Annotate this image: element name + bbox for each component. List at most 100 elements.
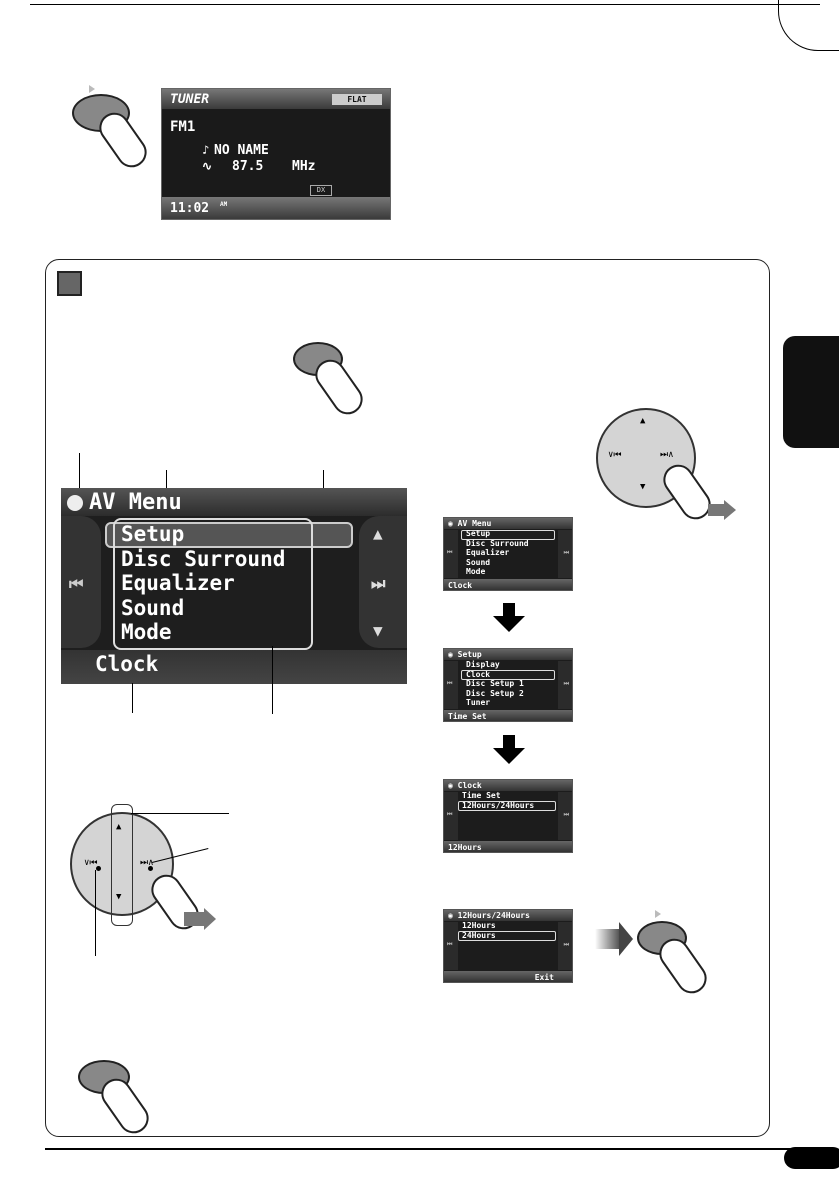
dx-indicator: DX [310, 185, 332, 196]
callout-line-footer [132, 683, 133, 713]
prev-icon: ⏮ [447, 549, 453, 556]
next-track-icon[interactable]: ⏭ [371, 574, 386, 593]
flat-badge: FLAT [332, 94, 382, 105]
clock-display: 11:02 [170, 201, 210, 216]
menu-item[interactable]: 12Hours/24Hours [462, 800, 535, 810]
up-down-frame [111, 804, 133, 926]
down-arrow-stem [503, 735, 515, 749]
down-arrow-icon [493, 616, 525, 632]
next-icon: ⏭ [563, 680, 569, 687]
av-menu-title: AV Menu [89, 490, 182, 515]
screen-footer: 12Hours [448, 842, 482, 852]
menu-item[interactable]: Disc Setup 2 [466, 688, 524, 698]
scroll-up-icon[interactable]: ▲ [373, 524, 383, 543]
tuner-display: TUNER FLAT FM1 ♪ NO NAME ∿ 87.5 MHz DX 1… [161, 88, 391, 220]
language-tab [783, 336, 839, 448]
dial-up-icon[interactable]: ▲ [116, 822, 122, 832]
selection-highlight [458, 931, 556, 941]
menu-item[interactable]: Equalizer [121, 571, 235, 595]
callout-line-icon [79, 453, 80, 493]
prev-icon: ⏮ [447, 680, 453, 687]
down-arrow-stem [503, 603, 515, 617]
menu-item[interactable]: 24Hours [462, 930, 496, 940]
page-number-pill [784, 1147, 839, 1169]
callout-line-prev [95, 870, 96, 956]
callout-line-title [166, 470, 167, 498]
scroll-down-icon[interactable]: ▼ [373, 621, 383, 640]
screen-footer: Time Set [448, 711, 487, 721]
menu-item[interactable]: Display [466, 660, 500, 669]
screen-title: ◉ Clock [448, 781, 482, 790]
selection-highlight [458, 801, 556, 811]
dial-down-icon[interactable]: ▼ [640, 482, 646, 492]
prev-track-icon[interactable]: ⏮ [69, 574, 84, 593]
dial-prev-icon[interactable]: ∨⏮ [608, 450, 622, 460]
menu-item[interactable]: Disc Surround [466, 538, 529, 548]
selection-highlight [461, 670, 555, 680]
prev-icon: ⏮ [447, 941, 453, 948]
next-icon: ⏭ [563, 941, 569, 948]
step-screen-1: ◉ AV Menu ⏮ ⏭ Setup Disc Surround Equali… [443, 517, 573, 591]
callout-dot-prev [96, 866, 101, 871]
screen-title: ◉ 12Hours/24Hours [448, 911, 530, 920]
menu-item[interactable]: Disc Setup 1 [466, 679, 524, 688]
instruction-panel [45, 259, 770, 1137]
bottom-rule [45, 1148, 800, 1150]
screen-items: Setup Disc Surround Equalizer Sound Mode [466, 529, 529, 577]
exit-label[interactable]: Exit [534, 972, 554, 982]
screen-title: ◉ Setup [448, 650, 482, 659]
slide-arrow-stem [184, 912, 204, 926]
step-screen-3: ◉ Clock ⏮ ⏭ Time Set 12Hours/24Hours 12H… [443, 779, 573, 853]
menu-item[interactable]: Sound [466, 557, 491, 567]
slide-arrow-icon [724, 500, 736, 520]
menu-item[interactable]: 12Hours [462, 921, 496, 930]
next-icon: ⏭ [563, 549, 569, 556]
station-name: NO NAME [214, 143, 269, 158]
clock-suffix: AM [220, 201, 228, 208]
top-corner-curve [778, 0, 839, 51]
screen-footer: Clock [448, 580, 473, 590]
dial-up-icon[interactable]: ▲ [640, 416, 646, 426]
section-marker [57, 271, 82, 296]
callout-dot-next [148, 866, 153, 871]
band-label: FM1 [170, 119, 196, 135]
step-screen-4: ◉ 12Hours/24Hours ⏮ ⏭ 12Hours 24Hours Ex… [443, 909, 573, 983]
menu-item[interactable]: Clock [466, 669, 491, 679]
transition-arrow-stem [595, 929, 619, 949]
dial-down-icon[interactable]: ▼ [116, 892, 122, 902]
station-icon: ♪ [202, 143, 210, 157]
menu-item[interactable]: Sound [121, 595, 185, 620]
screen-title: ◉ AV Menu [448, 519, 492, 528]
item-group-frame [113, 518, 313, 650]
prev-icon: ⏮ [447, 811, 453, 818]
top-rule [30, 4, 820, 5]
dial-prev-icon[interactable]: ∨⏮ [84, 858, 98, 868]
menu-item[interactable]: Setup [121, 522, 185, 546]
menu-item[interactable]: Equalizer [466, 548, 510, 557]
pressing-finger-icon [93, 106, 153, 174]
frequency: 87.5 [232, 159, 264, 174]
selection-highlight [461, 530, 555, 540]
slide-arrow-stem [708, 504, 724, 516]
av-menu-footer: Clock [95, 652, 159, 676]
next-icon: ⏭ [563, 811, 569, 818]
dial-next-icon[interactable]: ⏭∧ [140, 858, 154, 868]
step-screen-2: ◉ Setup ⏮ ⏭ Display Clock Disc Setup 1 D… [443, 648, 573, 722]
frequency-unit: MHz [292, 159, 316, 174]
menu-item[interactable]: Mode [466, 567, 486, 576]
down-arrow-icon [493, 748, 525, 764]
transition-arrow-icon [619, 922, 633, 956]
screen-items: Display Clock Disc Setup 1 Disc Setup 2 … [466, 660, 524, 708]
menu-item[interactable]: Setup [466, 529, 491, 538]
play-mark-icon [89, 85, 95, 93]
menu-item[interactable]: Disc Surround [121, 546, 286, 571]
menu-item[interactable]: Mode [121, 620, 172, 644]
menu-item[interactable]: Tuner [466, 698, 491, 707]
screen-items: Time Set 12Hours/24Hours [462, 791, 534, 810]
menu-item[interactable]: Time Set [462, 791, 501, 800]
menu-items: Setup Disc Surround Equalizer Sound Mode [121, 522, 285, 645]
disc-icon [67, 495, 83, 511]
av-menu-screen: AV Menu ⏮ ▲ ⏭ ▼ Setup Disc Surround Equa… [61, 488, 407, 684]
dial-next-icon[interactable]: ⏭∧ [660, 450, 674, 460]
slide-arrow-icon [204, 908, 216, 930]
